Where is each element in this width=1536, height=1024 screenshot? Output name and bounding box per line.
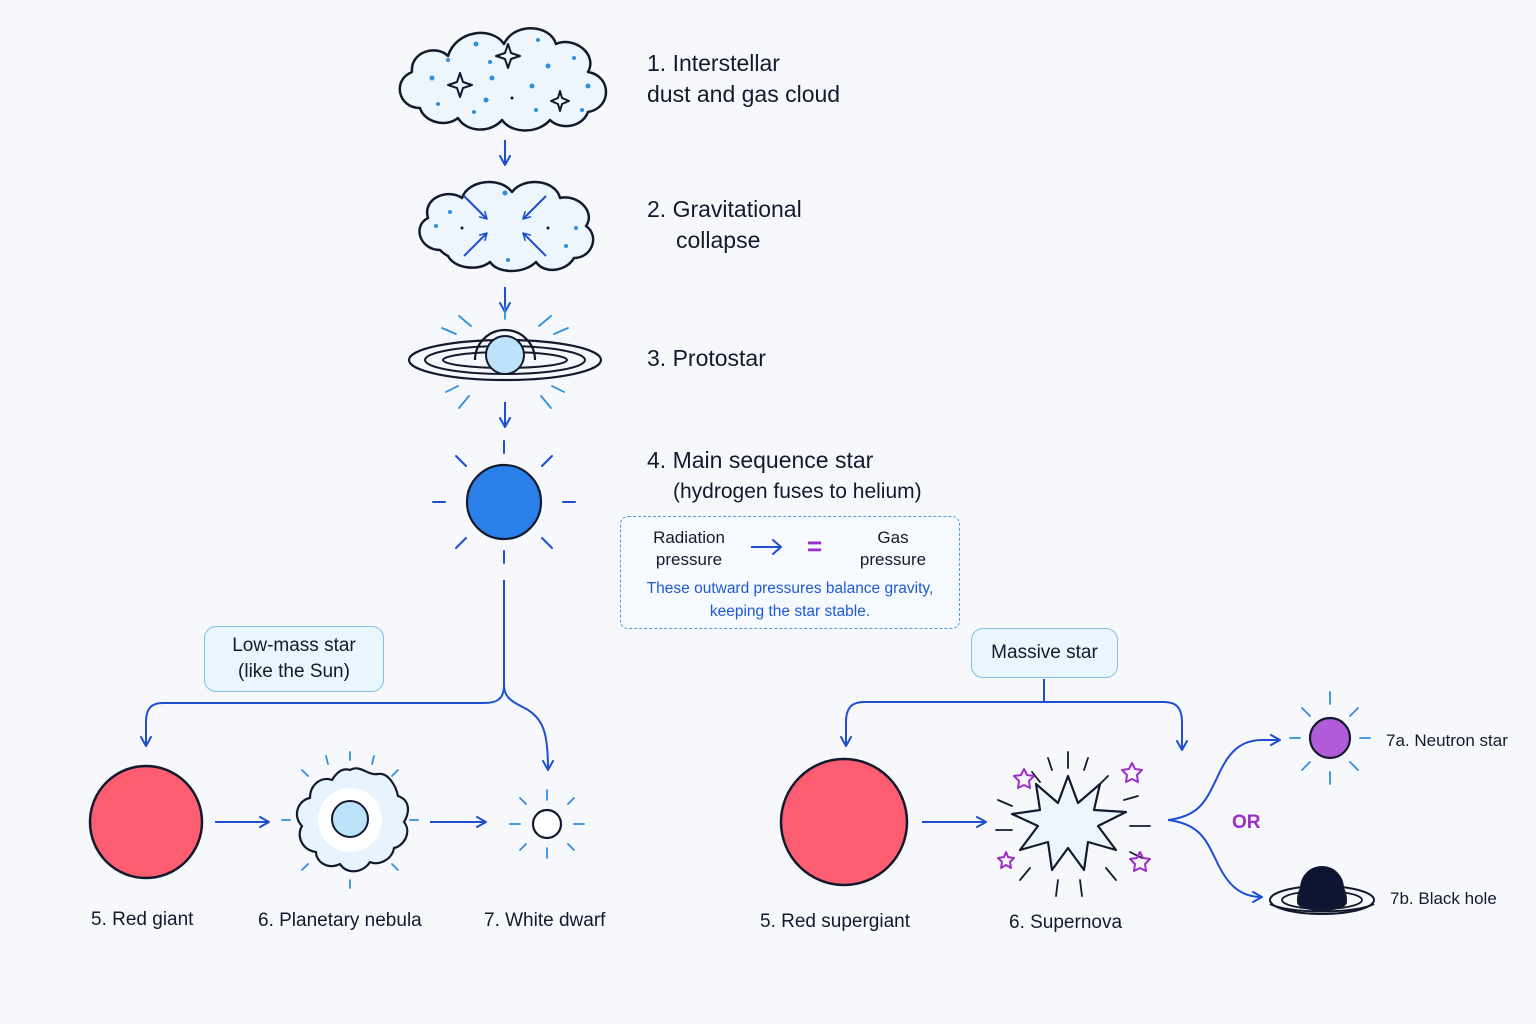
red-supergiant-label: 5. Red supergiant bbox=[760, 911, 910, 932]
protostar-icon bbox=[407, 306, 603, 409]
main-sequence-star-icon bbox=[432, 440, 576, 564]
balance-note-line-2: keeping the star stable. bbox=[709, 603, 871, 620]
pressure-balance-box: Radiation pressure = Gas pressure These … bbox=[620, 516, 960, 629]
low-mass-subtitle: (like the Sun) bbox=[238, 661, 350, 682]
balance-note: These outward pressures balance gravity,… bbox=[621, 577, 959, 623]
balance-note-line-1: These outward pressures balance gravity, bbox=[646, 580, 934, 597]
radiation-line: Radiation bbox=[653, 528, 725, 547]
massive-branch-arrows bbox=[840, 679, 1188, 751]
step-3-title: 3. Protostar bbox=[647, 345, 766, 371]
step-2-subtitle: collapse bbox=[676, 227, 761, 253]
step-2-title: 2. Gravitational bbox=[647, 196, 802, 222]
massive-star-box: Massive star bbox=[971, 628, 1118, 678]
step-2-label: 2. Gravitational collapse bbox=[647, 194, 802, 256]
radiation-pressure-label: Radiation pressure bbox=[639, 527, 739, 571]
step-4-subtitle: (hydrogen fuses to helium) bbox=[673, 480, 922, 503]
collapsing-cloud-icon bbox=[418, 180, 595, 273]
planetary-nebula-icon bbox=[281, 751, 419, 889]
step-4-title: 4. Main sequence star bbox=[647, 447, 874, 473]
red-giant-label: 5. Red giant bbox=[91, 909, 194, 930]
supernova-icon bbox=[995, 751, 1151, 897]
black-hole-icon bbox=[1269, 866, 1375, 915]
white-dwarf-label: 7. White dwarf bbox=[484, 910, 606, 931]
low-mass-branch-arrows bbox=[140, 580, 554, 771]
black-hole-label: 7b. Black hole bbox=[1390, 889, 1497, 908]
planetary-nebula-label: 6. Planetary nebula bbox=[258, 910, 422, 931]
neutron-star-label: 7a. Neutron star bbox=[1386, 731, 1508, 750]
interstellar-cloud-icon bbox=[398, 27, 608, 132]
supernova-outcome-arrows bbox=[1167, 734, 1281, 903]
step-1-label: 1. Interstellar dust and gas cloud bbox=[647, 48, 840, 110]
step-1-title: 1. Interstellar bbox=[647, 50, 780, 76]
step-1-subtitle: dust and gas cloud bbox=[647, 81, 841, 107]
low-mass-title: Low-mass star bbox=[232, 635, 356, 656]
or-label: OR bbox=[1232, 812, 1261, 833]
radiation-pressure-line: pressure bbox=[655, 550, 723, 569]
step-4-label: 4. Main sequence star (hydrogen fuses to… bbox=[647, 445, 922, 507]
step-3-label: 3. Protostar bbox=[647, 343, 766, 374]
supernova-label: 6. Supernova bbox=[1009, 912, 1123, 933]
massive-star-title: Massive star bbox=[991, 642, 1098, 663]
gas-pressure-label: Gas pressure bbox=[843, 527, 943, 571]
outward-arrow-icon bbox=[751, 539, 782, 555]
white-dwarf-icon bbox=[509, 789, 585, 859]
low-mass-star-box: Low-mass star (like the Sun) bbox=[204, 626, 384, 692]
neutron-star-icon bbox=[1289, 691, 1371, 785]
red-giant-icon bbox=[88, 764, 204, 880]
equals-sign: = bbox=[807, 531, 823, 561]
gas-pressure-line: pressure bbox=[859, 550, 927, 569]
red-supergiant-icon bbox=[779, 757, 909, 887]
gas-line: Gas bbox=[877, 528, 909, 547]
